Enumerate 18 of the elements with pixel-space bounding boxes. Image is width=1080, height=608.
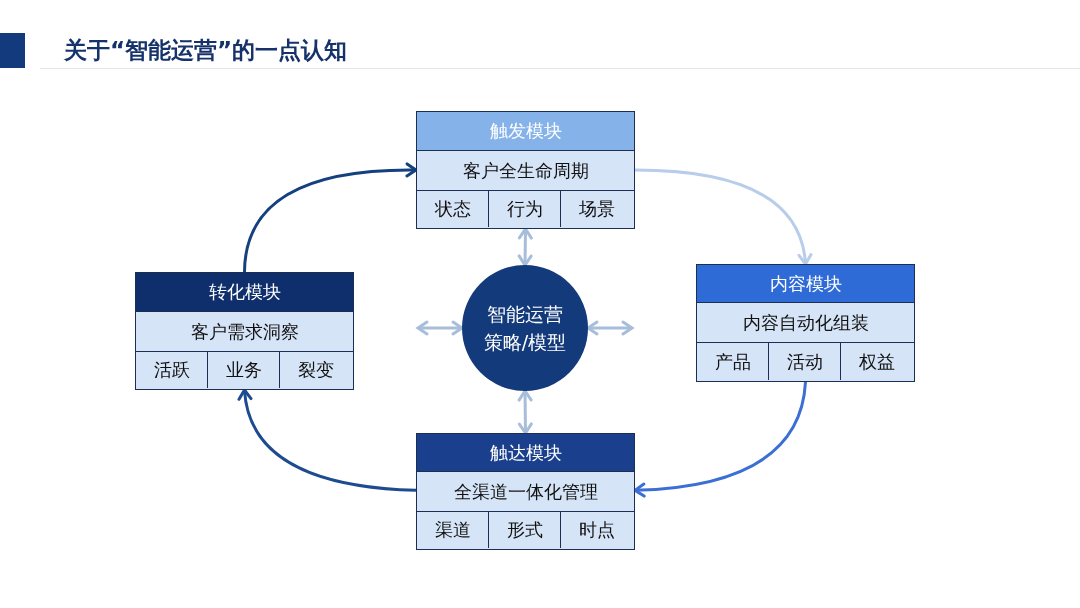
module-header: 转化模块 (136, 273, 353, 312)
slide-title: 关于“智能运营”的一点认知 (64, 36, 348, 65)
arrow (238, 388, 417, 492)
module-box (696, 264, 915, 382)
module-box (416, 111, 635, 229)
module-box (135, 272, 354, 390)
module-header: 触达模块 (417, 434, 634, 472)
arrow (634, 168, 812, 266)
strategy-circle: 智能运营策略/模型 (462, 265, 588, 391)
arrow (517, 227, 533, 267)
module-box (416, 433, 635, 550)
arrow (633, 381, 807, 498)
arrow (243, 162, 418, 273)
arrow (416, 320, 464, 336)
module-header: 触发模块 (417, 112, 634, 151)
module-header: 内容模块 (697, 265, 914, 303)
arrow (517, 389, 533, 435)
arrow (586, 320, 634, 336)
